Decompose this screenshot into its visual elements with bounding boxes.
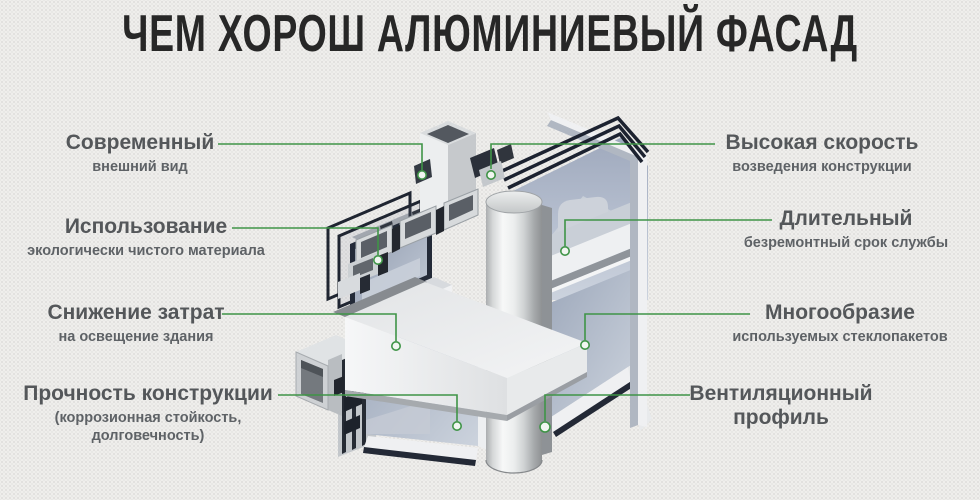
- feature-subtitle: на освещение здания: [58, 329, 214, 345]
- feature-title: Снижение затрат: [47, 301, 225, 324]
- feature-lighting-savings: Снижение затрат на освещение здания: [0, 301, 272, 346]
- callout-dot: [579, 339, 590, 350]
- callout-dot: [559, 246, 570, 257]
- feature-glazing-variety: Многообразие используемых стеклопакетов: [704, 301, 976, 346]
- feature-subtitle: (коррозионная стойкость, долговечность): [54, 410, 242, 444]
- junction-profiles: [338, 121, 514, 299]
- callout-dot: [539, 421, 551, 433]
- feature-title: Современный: [65, 131, 215, 154]
- page-title: ЧЕМ ХОРОШ АЛЮМИНИЕВЫЙ ФАСАД: [0, 4, 980, 64]
- feature-title: Прочность конструкции: [23, 382, 273, 405]
- feature-subtitle: внешний вид: [92, 159, 188, 175]
- feature-eco-material: Использование экологически чистого матер…: [10, 215, 282, 260]
- feature-subtitle: используемых стеклопакетов: [732, 329, 948, 345]
- callout-dot: [390, 340, 401, 351]
- feature-title: Использование: [64, 215, 228, 238]
- feature-subtitle: возведения конструкции: [732, 159, 912, 175]
- feature-long-service: Длительный безремонтный срок службы: [710, 207, 980, 252]
- callout-dot: [372, 255, 383, 266]
- feature-subtitle: безремонтный срок службы: [743, 235, 949, 251]
- feature-title: Многообразие: [765, 301, 915, 324]
- feature-subtitle: экологически чистого материала: [27, 243, 265, 259]
- callout-dot: [416, 170, 427, 181]
- glazing-edge-stripes: [499, 115, 650, 190]
- callout-dot: [451, 420, 462, 431]
- transom-beam: [333, 277, 587, 421]
- leader-lines: [218, 143, 772, 433]
- feature-title: Длительный: [779, 207, 913, 230]
- callout-dot: [485, 170, 496, 181]
- page-title-text: ЧЕМ ХОРОШ АЛЮМИНИЕВЫЙ ФАСАД: [122, 5, 858, 63]
- feature-fast-assembly: Высокая скорость возведения конструкции: [686, 131, 958, 176]
- feature-modern-look: Современный внешний вид: [4, 131, 276, 176]
- feature-vent-profile: Вентиляционный профиль: [681, 382, 881, 433]
- feature-title: Вентиляционный профиль: [689, 382, 873, 429]
- feature-title: Высокая скорость: [725, 131, 919, 154]
- feature-strength: Прочность конструкции (коррозионная стой…: [12, 382, 284, 445]
